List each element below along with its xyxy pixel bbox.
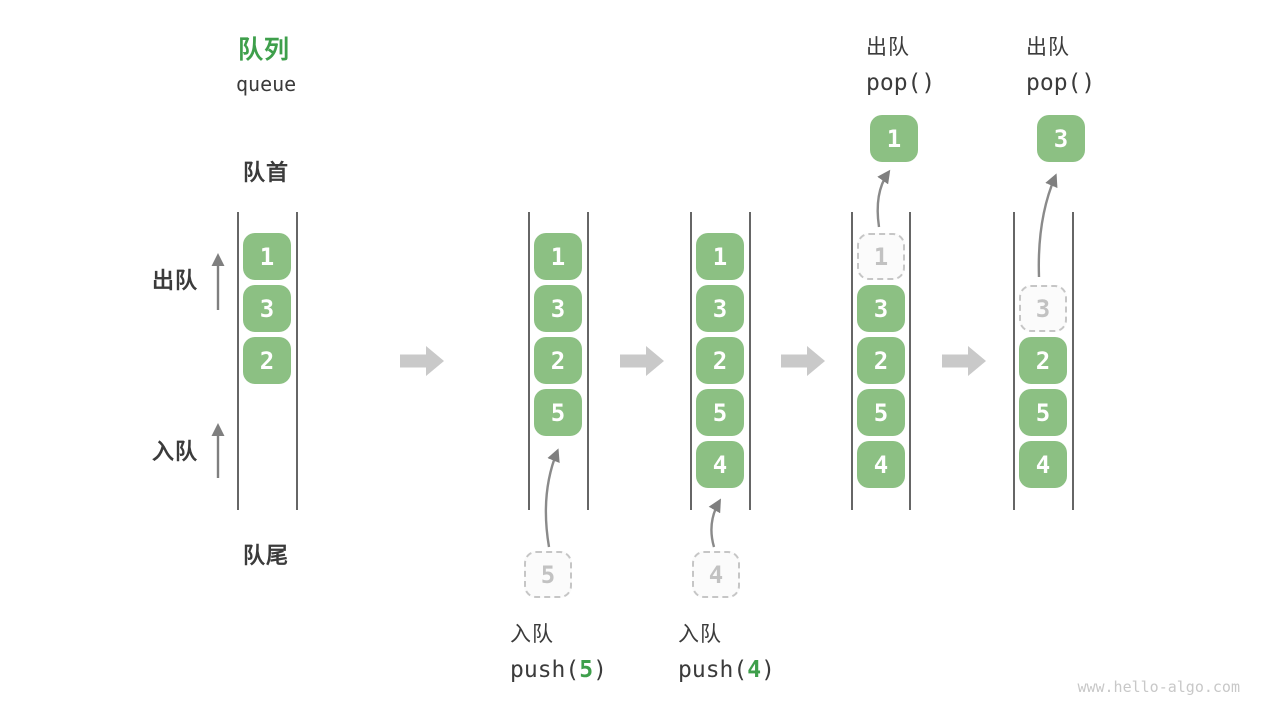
queue-wall xyxy=(587,212,589,510)
op-code: pop() xyxy=(1026,70,1095,96)
queue-cell: 3 xyxy=(696,285,744,332)
queue-cell: 1 xyxy=(696,233,744,280)
op-code-prefix: push( xyxy=(678,657,748,683)
op-code-arg: 4 xyxy=(747,657,762,683)
transition-arrow-icon xyxy=(781,346,825,376)
queue-cell: 5 xyxy=(857,389,905,436)
queue-wall xyxy=(528,212,530,510)
enqueue-op-label: 入队 push(4) xyxy=(678,618,775,683)
op-code: pop() xyxy=(866,70,935,96)
enqueue-op-label: 入队 push(5) xyxy=(510,618,607,683)
queue-wall xyxy=(851,212,853,510)
incoming-element-cell: 4 xyxy=(692,551,740,598)
queue-cell: 5 xyxy=(696,389,744,436)
op-code: push(4) xyxy=(678,657,775,683)
queue-wall xyxy=(1072,212,1074,510)
removed-slot-cell: 3 xyxy=(1019,285,1067,332)
dequeue-op-label: 出队 pop() xyxy=(866,31,935,96)
queue-cell: 3 xyxy=(534,285,582,332)
queue-cell: 2 xyxy=(857,337,905,384)
op-code-suffix: ) xyxy=(593,657,607,683)
queue-cell: 5 xyxy=(534,389,582,436)
queue-cell: 1 xyxy=(534,233,582,280)
watermark: www.hello-algo.com xyxy=(1077,678,1240,696)
op-title: 出队 xyxy=(1026,36,1070,59)
transition-arrow-icon xyxy=(400,346,444,376)
op-code-prefix: pop() xyxy=(866,70,936,96)
enqueue-side-label: 入队 xyxy=(152,439,199,464)
queue-cell: 3 xyxy=(857,285,905,332)
op-code-arg: 5 xyxy=(579,657,594,683)
queue-cell: 2 xyxy=(243,337,291,384)
queue-cell: 3 xyxy=(243,285,291,332)
queue-cell: 2 xyxy=(1019,337,1067,384)
pop-3-arrow-icon xyxy=(1037,173,1058,278)
transition-arrow-icon xyxy=(942,346,986,376)
diagram-subtitle: queue xyxy=(236,72,297,96)
dequeue-side-label: 出队 xyxy=(152,268,199,293)
incoming-element-cell: 5 xyxy=(524,551,572,598)
pop-1-arrow-icon xyxy=(876,169,891,228)
queue-front-label: 队首 xyxy=(243,160,290,185)
op-code-prefix: push( xyxy=(510,657,580,683)
queue-wall xyxy=(690,212,692,510)
queue-wall xyxy=(1013,212,1015,510)
queue-cell: 2 xyxy=(696,337,744,384)
op-title: 入队 xyxy=(678,623,722,646)
queue-rear-label: 队尾 xyxy=(243,543,290,568)
dequeue-op-label: 出队 pop() xyxy=(1026,31,1095,96)
op-code: push(5) xyxy=(510,657,607,683)
queue-cell: 2 xyxy=(534,337,582,384)
queue-wall xyxy=(749,212,751,510)
popped-element-cell: 1 xyxy=(870,115,918,162)
queue-cell: 4 xyxy=(696,441,744,488)
op-title: 入队 xyxy=(510,623,554,646)
queue-wall xyxy=(909,212,911,510)
popped-element-cell: 3 xyxy=(1037,115,1085,162)
queue-cell: 1 xyxy=(243,233,291,280)
queue-cell: 4 xyxy=(857,441,905,488)
queue-cell: 5 xyxy=(1019,389,1067,436)
queue-wall xyxy=(237,212,239,510)
op-code-prefix: pop() xyxy=(1026,70,1096,96)
queue-cell: 4 xyxy=(1019,441,1067,488)
removed-slot-cell: 1 xyxy=(857,233,905,280)
push-5-arrow-icon xyxy=(544,448,560,548)
op-title: 出队 xyxy=(866,36,910,59)
queue-wall xyxy=(296,212,298,510)
transition-arrow-icon xyxy=(620,346,664,376)
push-4-arrow-icon xyxy=(708,498,721,548)
diagram-title: 队列 xyxy=(238,36,291,64)
op-code-suffix: ) xyxy=(761,657,775,683)
